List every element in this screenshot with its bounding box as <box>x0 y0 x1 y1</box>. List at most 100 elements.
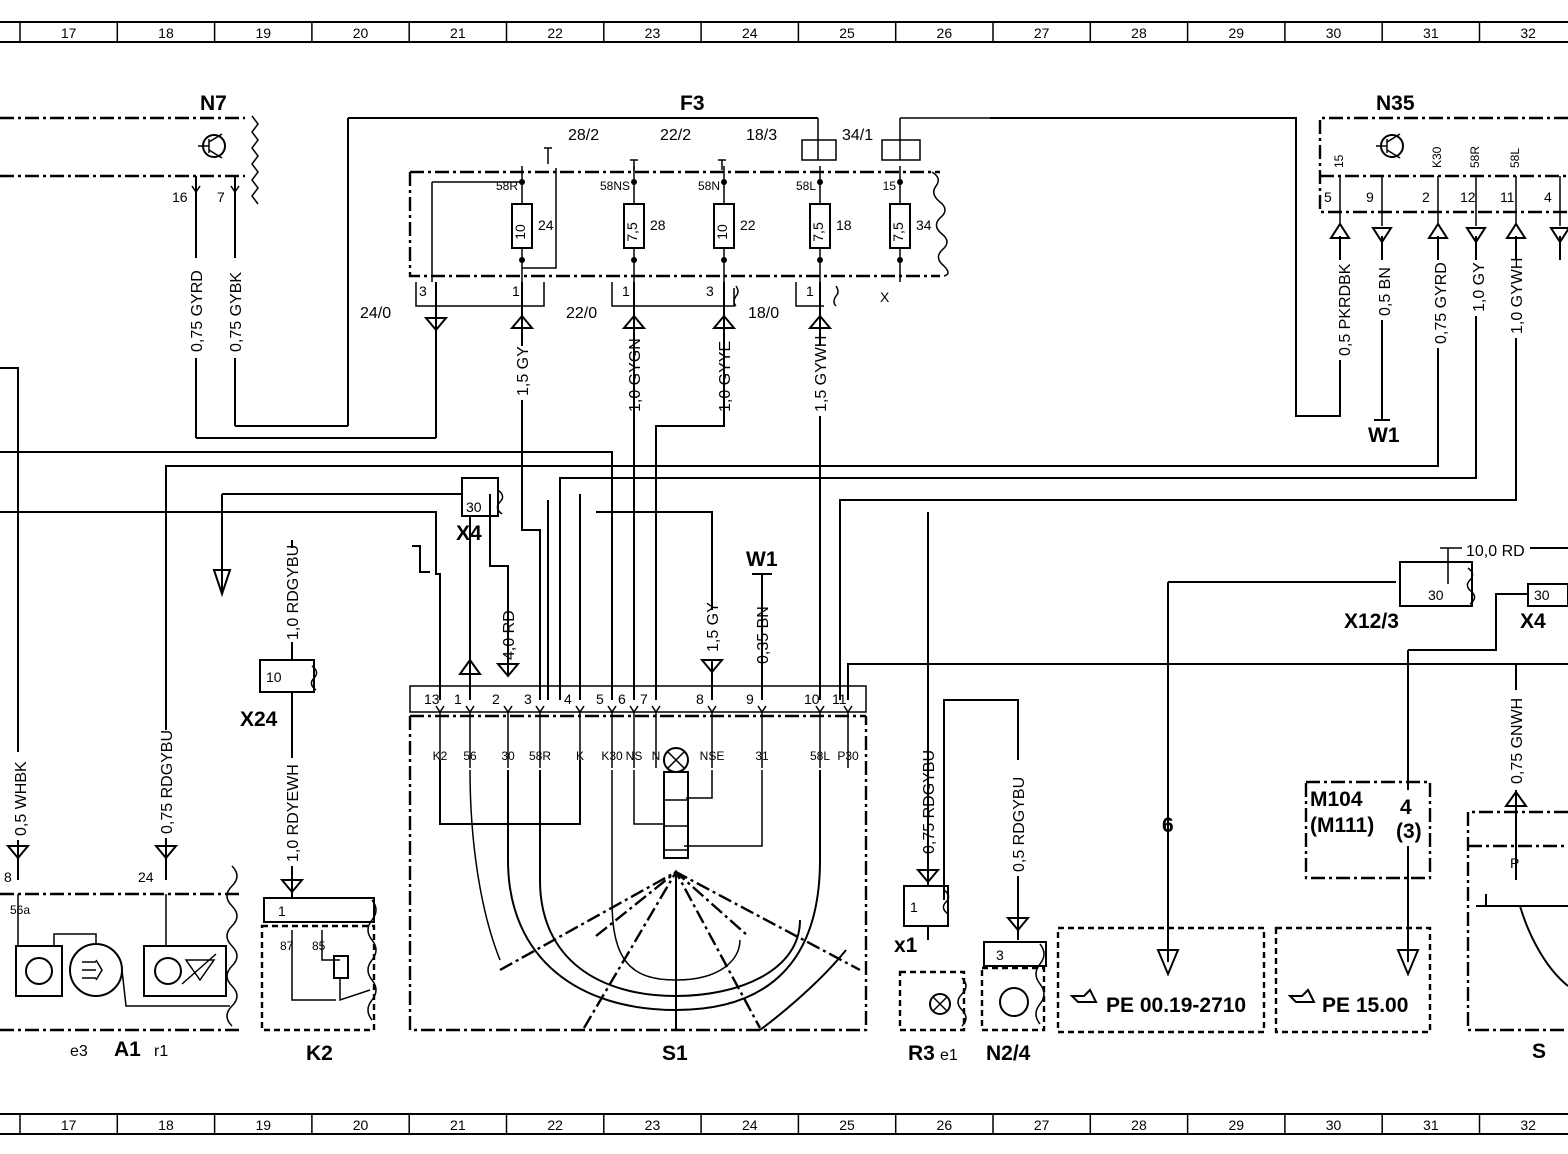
fuse-number: 34 <box>916 217 932 233</box>
transistor-icon <box>999 987 1029 1017</box>
grid-column-number: 19 <box>255 1117 271 1133</box>
n35-pin-number: 2 <box>1422 189 1430 205</box>
s1-pin-name: 56 <box>463 749 477 763</box>
grid-column-number: 30 <box>1326 1117 1342 1133</box>
fuse-terminal: 58N <box>698 179 720 193</box>
n35-pin-number: 9 <box>1366 189 1374 205</box>
m111-label: (M111) <box>1310 814 1374 837</box>
fuse-rating: 7,5 <box>890 222 906 242</box>
n24-label: N2/4 <box>986 1042 1031 1065</box>
x12-3-label: X12/3 <box>1344 610 1399 633</box>
a1-cluster: 0,5 WHBK 0,75 RDGYBU 8 56a 24 e3 A1 r1 <box>0 730 240 1061</box>
pe-ref-2: PE 15.00 <box>1322 994 1408 1017</box>
fuse-ref-28-2: 28/2 <box>568 127 599 144</box>
s1-pin: 931 <box>746 691 769 768</box>
f3-pin-3a: 3 <box>419 283 427 299</box>
s1-pin-number: 3 <box>524 691 532 707</box>
s1-pin-name: 31 <box>755 749 769 763</box>
pe-refs: PE 00.19-2710 PE 15.00 6 <box>1056 581 1432 1034</box>
wire-n35-gywh: 1,0 GYWH <box>1509 258 1526 334</box>
fuse-terminal: 58L <box>796 179 816 193</box>
wire-n35-gyrd: 0,75 GYRD <box>1433 262 1450 344</box>
wire-f3-gyye: 1,0 GYYE <box>717 341 734 412</box>
f3-pin-1c: 1 <box>806 283 814 299</box>
w1-mid-label: W1 <box>746 548 778 571</box>
grid-column-number: 28 <box>1131 25 1147 41</box>
m104-label: M104 <box>1310 788 1363 811</box>
x24-connector: 1,0 RDGYBU 10 X24 1,0 RDYEWH <box>240 540 318 910</box>
f3-pin-1b: 1 <box>622 283 630 299</box>
fuse-rating: 7,5 <box>810 222 826 242</box>
s1-pin-name: N <box>652 749 661 763</box>
f3-fuse-box: F3 28/2 22/2 18/3 34/1 24/0 22/0 18/0 X … <box>360 92 990 438</box>
r3-x1: 0,75 RDGYBU 1 x1 R3 e1 <box>847 512 1568 1065</box>
wire-n35-pkrdbk: 0,5 PKRDBK <box>1337 263 1354 356</box>
n2-4: 0,5 RDGYBU 3 N2/4 <box>980 777 1047 1065</box>
wire-x24-rdgybu: 1,0 RDGYBU <box>285 545 302 640</box>
fuse-terminal: 58R <box>496 179 518 193</box>
fuse-ref-18-3: 18/3 <box>746 127 777 144</box>
fuse-ref-22-2: 22/2 <box>660 127 691 144</box>
wire-s-gnwh: 0,75 GNWH <box>1509 698 1526 784</box>
wire-n7-gybk: 0,75 GYBK <box>228 272 245 352</box>
wire-w1-bn: 0,35 BN <box>755 606 772 664</box>
wire-x1-rdgybu: 0,75 RDGYBU <box>921 750 938 854</box>
fuse-ref-24-0: 24/0 <box>360 305 391 322</box>
transistor-icon <box>25 957 53 985</box>
harness-wires <box>0 346 821 752</box>
grid-column-number: 18 <box>158 25 174 41</box>
a1-pin-56a: 56a <box>10 903 30 917</box>
s1-pin-number: 13 <box>424 691 440 707</box>
wire-x12-rd: 10,0 RD <box>1466 543 1525 560</box>
x24-label: X24 <box>240 708 278 731</box>
wire-f3-gygn: 1,0 GYGN <box>627 338 644 412</box>
s1-pin-number: 2 <box>492 691 500 707</box>
n24-pin-3: 3 <box>996 947 1004 963</box>
s1-pin-name: 30 <box>501 749 515 763</box>
ref-arrow-3: (3) <box>1396 820 1422 843</box>
grid-column-number: 18 <box>158 1117 174 1133</box>
s-pin-p: P <box>1510 855 1519 871</box>
n35-pin-name: K30 <box>1430 146 1444 168</box>
wire-x24-rdyewh: 1,0 RDYEWH <box>285 764 302 862</box>
reference-hand-icon <box>1287 988 1316 1003</box>
n35-pin-name: 58R <box>1468 146 1482 168</box>
reference-hand-icon <box>1069 988 1098 1003</box>
grid-column-number: 23 <box>645 25 661 41</box>
grid-column-number: 20 <box>353 25 369 41</box>
n7-pin-16: 16 <box>172 189 188 205</box>
grid-column-number: 21 <box>450 25 466 41</box>
fuse-terminal: 58NS <box>600 179 630 193</box>
e3-label: e3 <box>70 1043 88 1060</box>
a1-pin-24: 24 <box>138 869 154 885</box>
a1-label: A1 <box>114 1038 141 1061</box>
wire-x4-rd: 4,0 RD <box>501 610 518 660</box>
s1-pin: 156 <box>454 691 477 768</box>
w1-right-label: W1 <box>1368 424 1400 447</box>
x12-3: 30 10,0 RD X12/3 30 X4 <box>1344 543 1568 651</box>
s1-pin-number: 5 <box>596 691 604 707</box>
n7-label: N7 <box>200 92 227 115</box>
s1-pin-number: 6 <box>618 691 626 707</box>
s-right-label: S <box>1532 1040 1546 1063</box>
fuse-number: 24 <box>538 217 554 233</box>
s1-label: S1 <box>662 1042 688 1065</box>
n7-pin-7: 7 <box>217 189 225 205</box>
fuse-rating: 10 <box>714 224 730 240</box>
s1-pin-row: 13K2156230358R4K5K306NS7N8NSE9311058L11P… <box>424 691 859 768</box>
n35-pin: 2 K30 <box>1422 146 1449 260</box>
grid-column-number: 30 <box>1326 25 1342 41</box>
grid-column-number: 20 <box>353 1117 369 1133</box>
s1-pin-name: K30 <box>601 749 623 763</box>
fuse-terminal: 15 <box>883 179 897 193</box>
r1-label: r1 <box>154 1043 168 1060</box>
